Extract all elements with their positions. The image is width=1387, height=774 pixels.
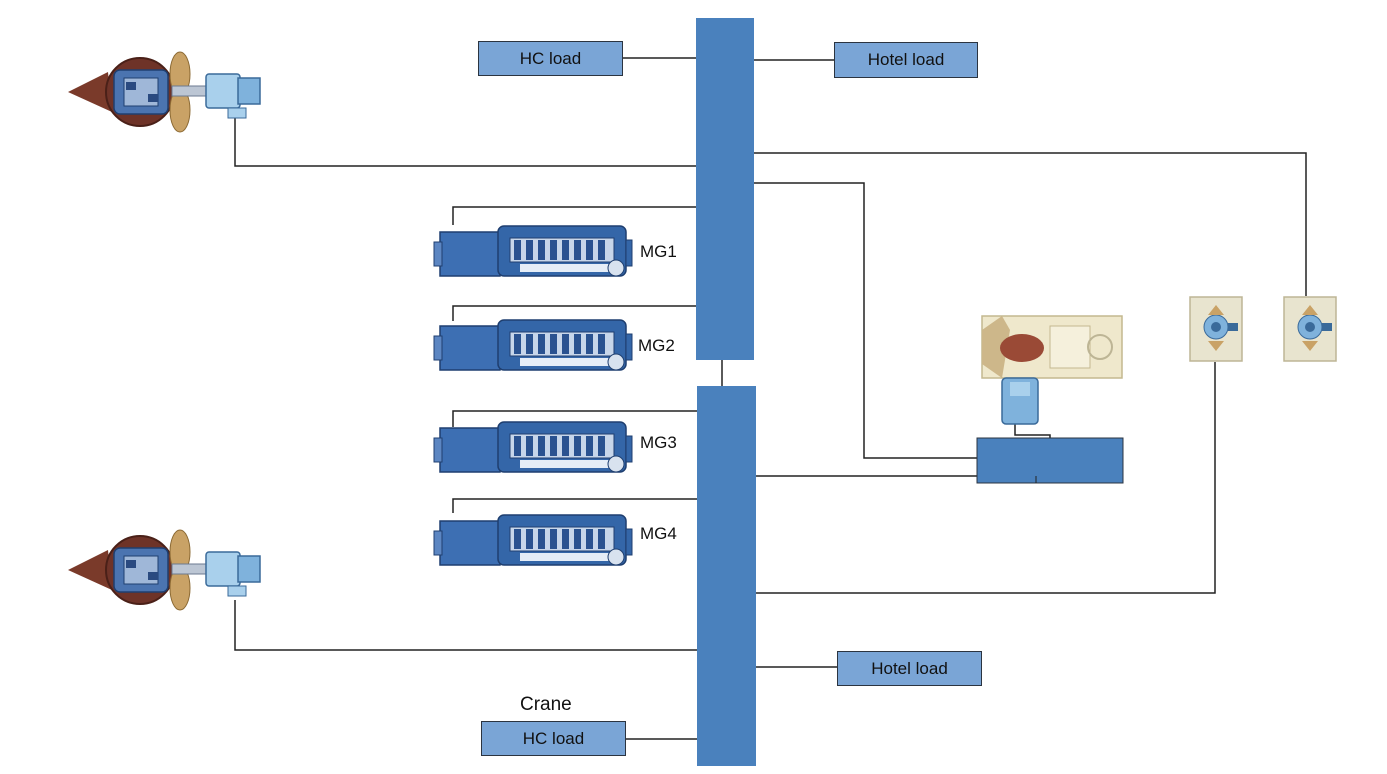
lower-main-busbar <box>697 386 756 766</box>
mg4-label: MG4 <box>640 524 677 543</box>
tunnel-thruster-2-icon <box>1283 296 1337 362</box>
engine-mg1-icon <box>433 225 633 277</box>
azimuth-thruster-lower-icon <box>67 529 261 611</box>
azimuth-thruster-upper-icon <box>67 51 261 133</box>
mg3-label: MG3 <box>640 433 677 452</box>
mg2-label: MG2 <box>638 336 675 355</box>
hotel-load-top-box: Hotel load <box>834 42 978 78</box>
engine-mg3-icon <box>433 421 633 473</box>
hc-load-top-box: HC load <box>478 41 623 76</box>
upper-main-busbar <box>696 18 754 360</box>
hotel-load-bottom-box: Hotel load <box>837 651 982 686</box>
hc-load-bottom-box: HC load <box>481 721 626 756</box>
crane-label: Crane <box>520 694 572 715</box>
engine-mg2-icon <box>433 319 633 371</box>
converter-box <box>976 437 1124 484</box>
engine-mg4-icon <box>433 514 633 566</box>
mg1-label: MG1 <box>640 242 677 261</box>
connection-lines <box>234 57 1307 740</box>
tunnel-thruster-1-icon <box>1189 296 1243 362</box>
gearbox-motor-icon <box>981 315 1123 425</box>
